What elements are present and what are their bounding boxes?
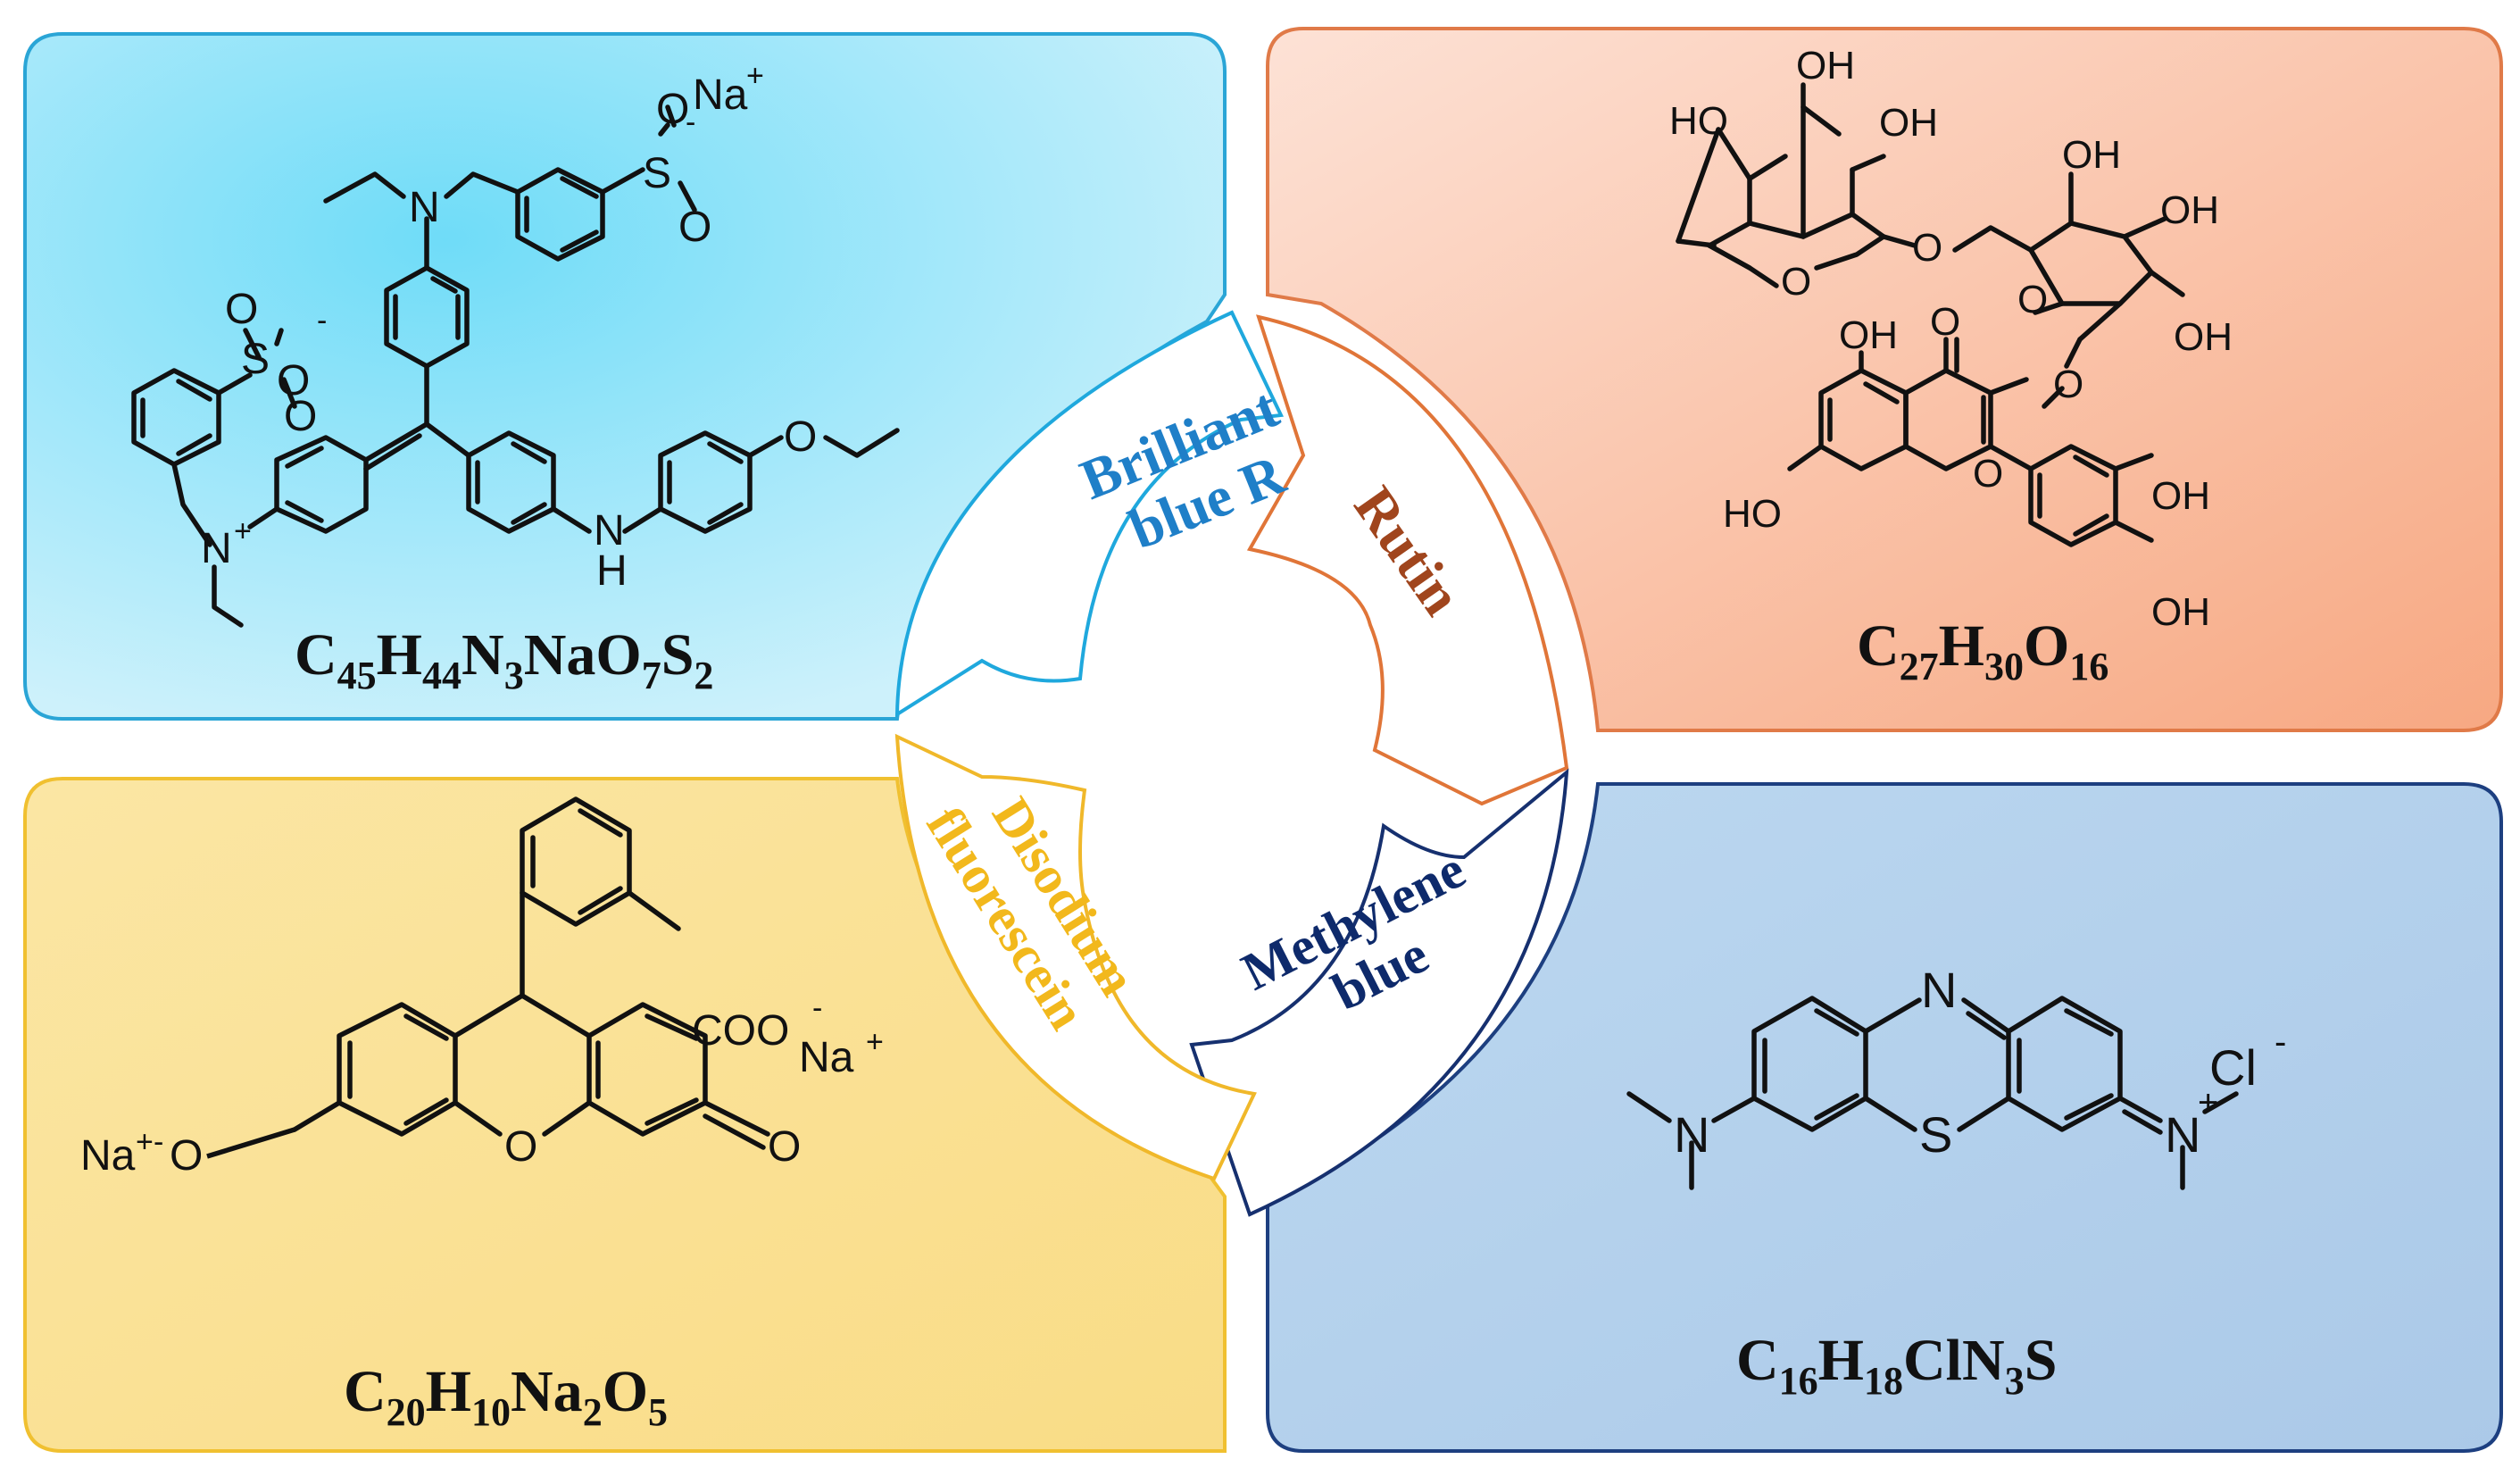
svg-text:OH: OH [2174, 315, 2233, 359]
svg-text:O: O [656, 86, 689, 133]
structure-fluorescein [292, 796, 770, 1150]
svg-text:O: O [277, 357, 310, 404]
svg-text:-: - [154, 1125, 163, 1159]
svg-text:Na: Na [799, 1034, 854, 1081]
svg-text:-: - [317, 304, 327, 338]
structure-brilliant-blue [131, 104, 900, 628]
formula-rutin: C27H30O16 [1857, 613, 2108, 688]
formula-brilliant-blue: C45H44N3NaO7S2 [295, 622, 713, 697]
svg-text:S: S [643, 150, 671, 197]
svg-text:O: O [784, 413, 817, 461]
svg-text:N: N [2165, 1106, 2200, 1163]
svg-text:O: O [2053, 363, 2083, 406]
svg-text:N: N [1674, 1106, 1709, 1163]
svg-text:+: + [866, 1025, 884, 1059]
svg-text:O: O [504, 1123, 537, 1171]
svg-text:-: - [812, 991, 822, 1025]
svg-text:O: O [284, 393, 317, 440]
svg-text:O: O [225, 286, 258, 333]
svg-text:OH: OH [1839, 313, 1898, 357]
arrow-fluorescein [894, 733, 1257, 1181]
svg-text:N: N [201, 525, 232, 572]
svg-text:O: O [170, 1132, 203, 1180]
svg-text:O: O [1912, 226, 1942, 270]
svg-text:COO: COO [692, 1007, 789, 1055]
atoms-methylene-blue: N S N N + Cl - [1674, 962, 2286, 1163]
atoms-brilliant-blue: N S O - O Na + S O - O O N + N H O [201, 59, 817, 595]
svg-text:Na: Na [80, 1132, 136, 1180]
arrow-methylene-blue [1189, 768, 1569, 1217]
svg-text:+: + [746, 59, 764, 93]
svg-text:OH: OH [2062, 133, 2121, 177]
svg-text:S: S [1919, 1106, 1952, 1163]
atoms-fluorescein: COO - Na + O O Na + - O [80, 991, 884, 1180]
svg-text:Na: Na [693, 71, 748, 119]
formula-methylene-blue: C16H18ClN3S [1736, 1328, 2057, 1403]
svg-text:+: + [234, 514, 252, 548]
svg-text:O: O [678, 204, 711, 251]
formula-fluorescein: C20H10Na2O5 [344, 1359, 668, 1434]
svg-text:-: - [686, 105, 695, 139]
structure-methylene-blue [1626, 996, 2239, 1190]
cycle-arrows [894, 310, 1569, 1217]
svg-text:O: O [1930, 300, 1960, 344]
svg-text:O: O [768, 1123, 801, 1171]
svg-text:S: S [241, 336, 270, 383]
svg-text:N: N [409, 184, 440, 231]
svg-text:OH: OH [2151, 474, 2210, 518]
svg-text:H: H [596, 547, 628, 595]
svg-text:Cl: Cl [2209, 1039, 2257, 1096]
svg-text:+: + [2198, 1083, 2218, 1122]
svg-text:O: O [1781, 260, 1811, 304]
svg-text:HO: HO [1669, 99, 1728, 143]
svg-text:-: - [2275, 1022, 2286, 1062]
svg-text:N: N [594, 507, 625, 555]
svg-text:+: + [136, 1125, 154, 1159]
structure-rutin [1676, 82, 2185, 547]
svg-text:N: N [1921, 962, 1957, 1018]
svg-text:OH: OH [1796, 44, 1855, 88]
arrow-rutin [1246, 314, 1569, 806]
svg-text:O: O [2017, 278, 2048, 321]
svg-text:OH: OH [1879, 101, 1938, 145]
svg-text:OH: OH [2160, 188, 2219, 232]
svg-text:OH: OH [2151, 590, 2210, 634]
svg-text:HO: HO [1723, 492, 1782, 536]
panel-methylene-blue [1266, 782, 2503, 1453]
atoms-rutin: OH HO OH O O OH OH OH O O OH O O HO OH O… [1669, 44, 2233, 634]
svg-text:O: O [1973, 452, 2003, 496]
arrow-brilliant-blue [894, 310, 1285, 718]
